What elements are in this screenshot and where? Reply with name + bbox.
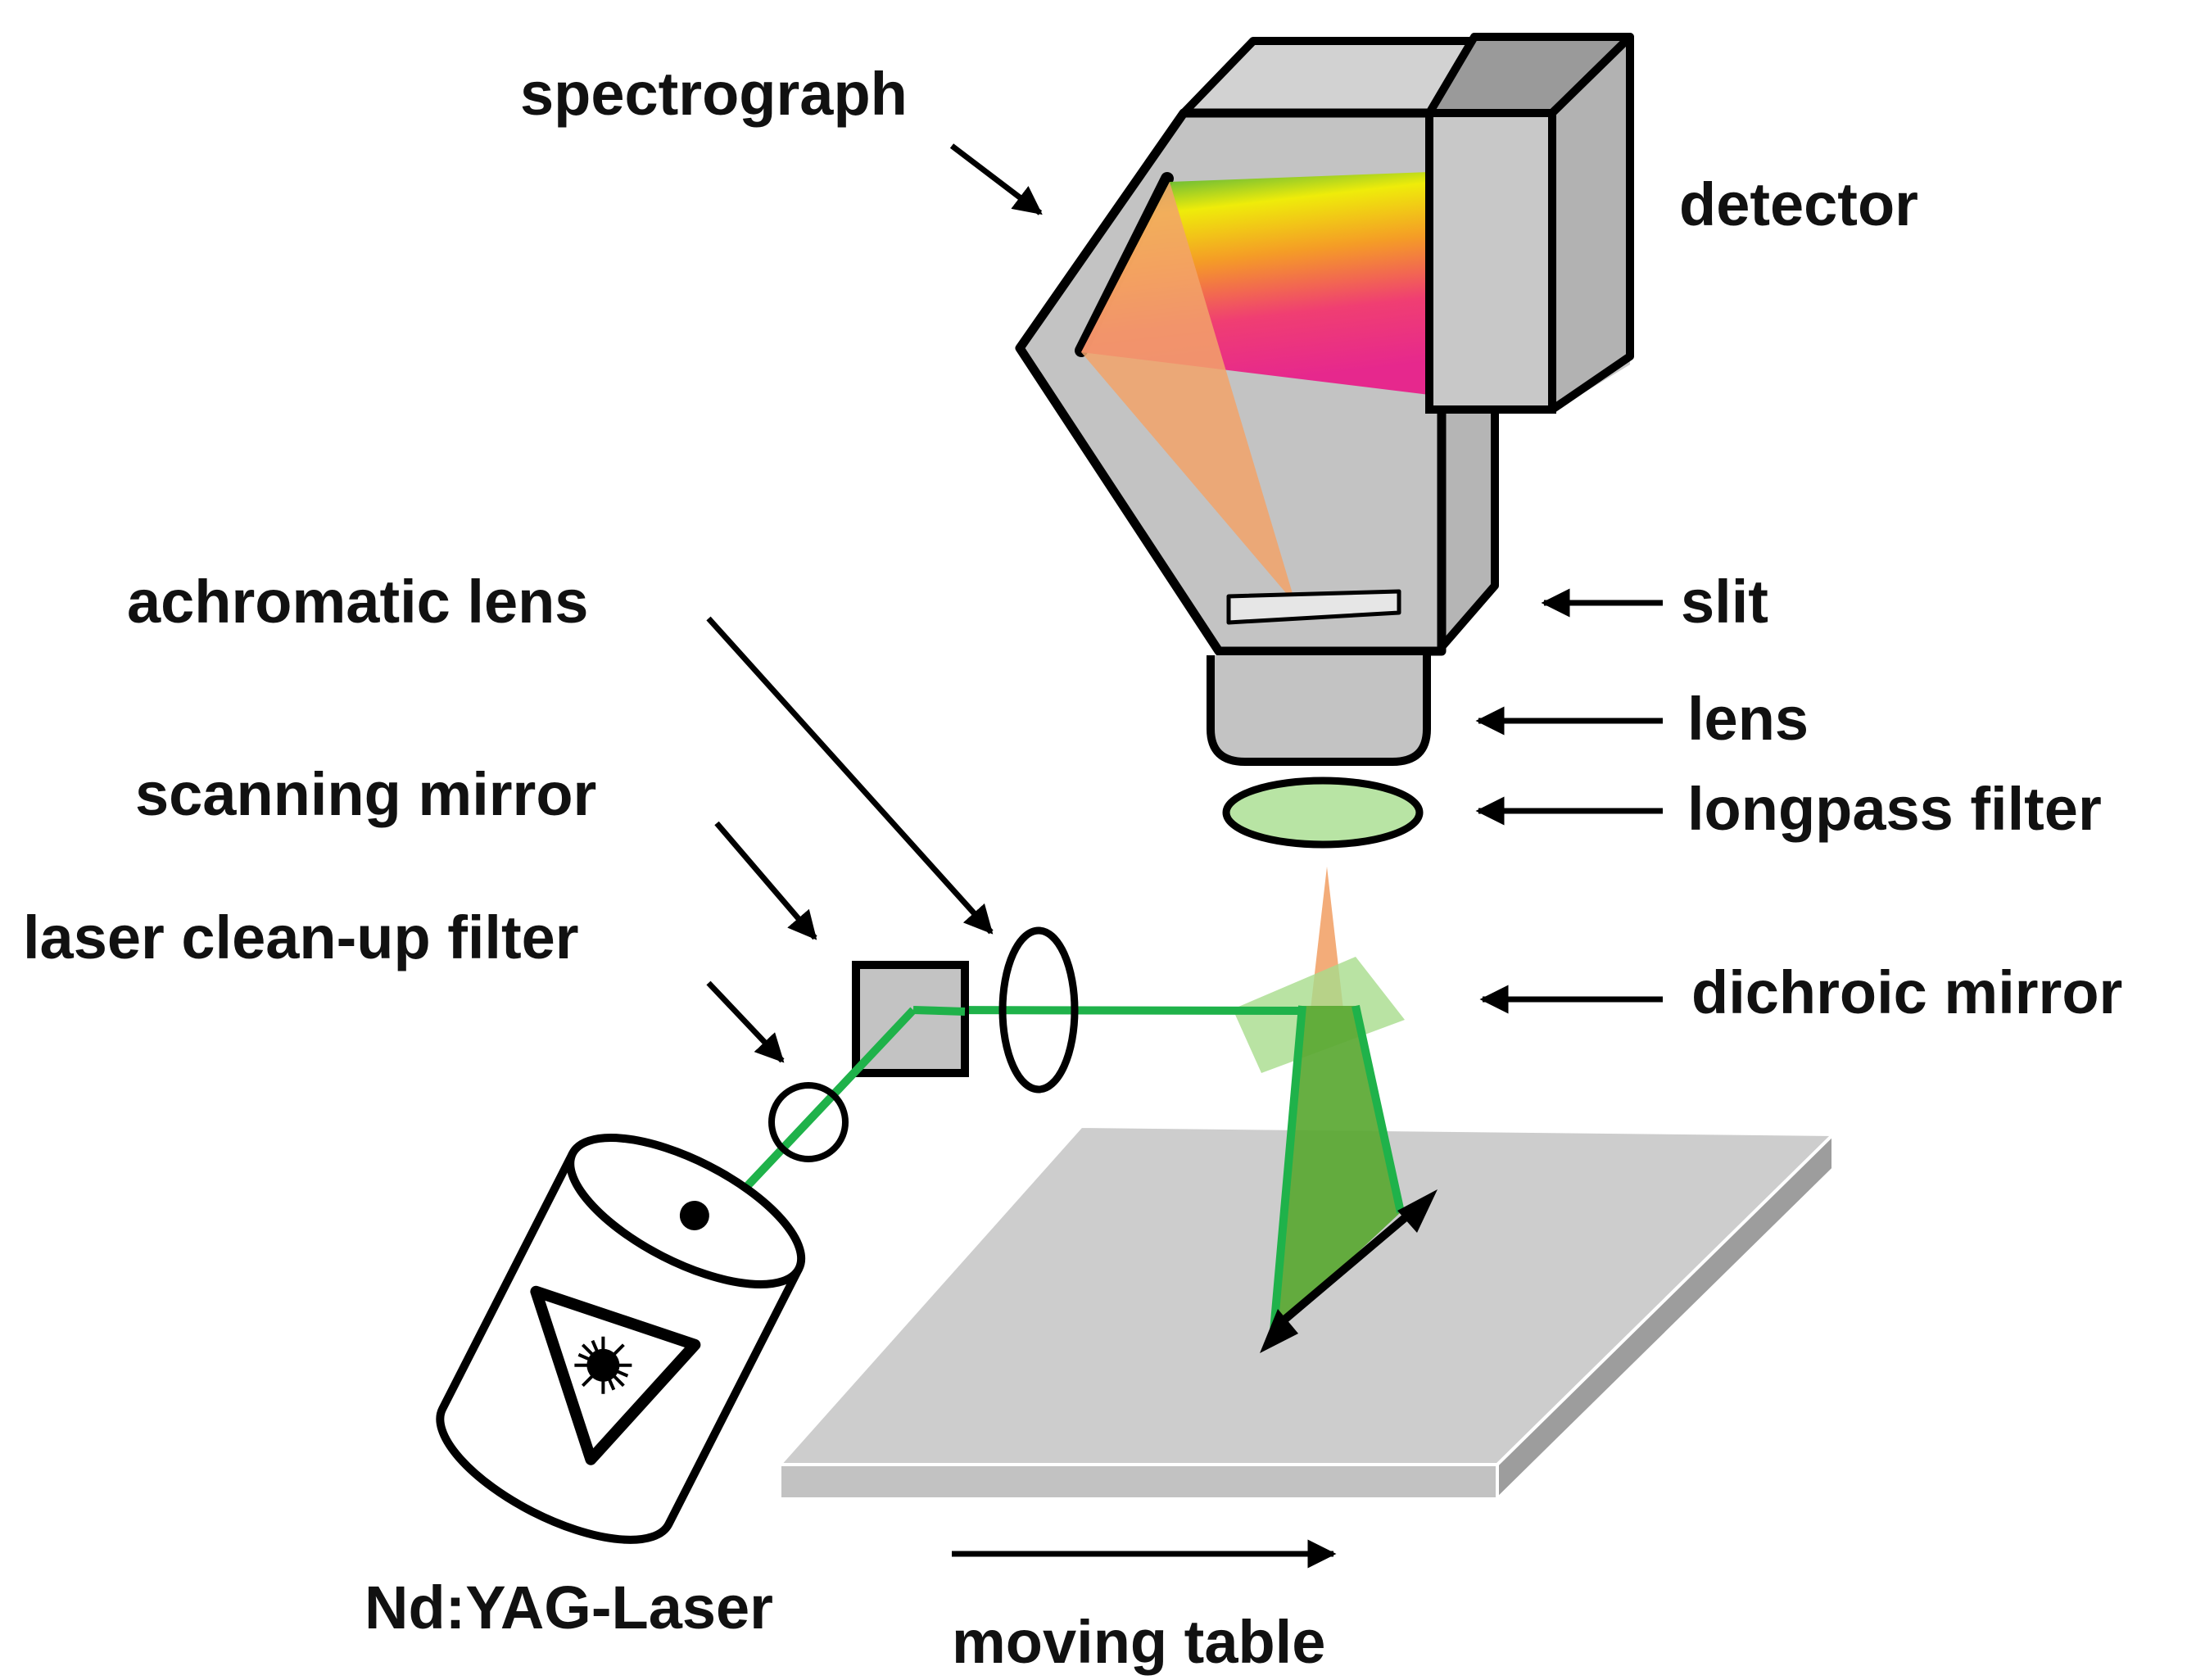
laser-cleanup-filter-arrow bbox=[706, 980, 785, 1063]
label-nd-yag-laser: Nd:YAG-Laser bbox=[364, 1574, 773, 1642]
dispersed-spectrum bbox=[1081, 172, 1429, 605]
spectrograph-lens bbox=[1207, 655, 1431, 766]
label-arrows bbox=[706, 143, 1663, 1569]
label-scanning-mirror: scanning mirror bbox=[135, 760, 596, 828]
excitation-area bbox=[1274, 1006, 1401, 1331]
longpass-filter bbox=[1222, 777, 1424, 849]
label-slit: slit bbox=[1681, 568, 1768, 636]
label-detector: detector bbox=[1679, 170, 1918, 238]
scanning-mirror-arrow bbox=[714, 821, 817, 940]
label-laser-cleanup-filter: laser clean-up filter bbox=[23, 903, 579, 971]
scan-direction-arrow bbox=[1260, 1189, 1438, 1353]
nd-yag-laser bbox=[436, 1134, 806, 1544]
label-moving-table: moving table bbox=[952, 1608, 1325, 1676]
laser-cleanup-filter bbox=[768, 1082, 849, 1162]
label-longpass-filter: longpass filter bbox=[1687, 775, 2102, 843]
label-achromatic-lens: achromatic lens bbox=[127, 568, 588, 636]
label-dichroic-mirror: dichroic mirror bbox=[1691, 958, 2122, 1026]
label-spectrograph: spectrograph bbox=[520, 60, 908, 128]
detector bbox=[1425, 33, 1634, 414]
achromatic-lens-arrow bbox=[706, 616, 994, 935]
slit bbox=[1226, 589, 1401, 625]
label-lens: lens bbox=[1687, 685, 1809, 753]
laser-warning-triangle-icon bbox=[530, 1285, 701, 1465]
spectrograph-arrow bbox=[949, 143, 1043, 215]
achromatic-lens bbox=[998, 926, 1079, 1094]
